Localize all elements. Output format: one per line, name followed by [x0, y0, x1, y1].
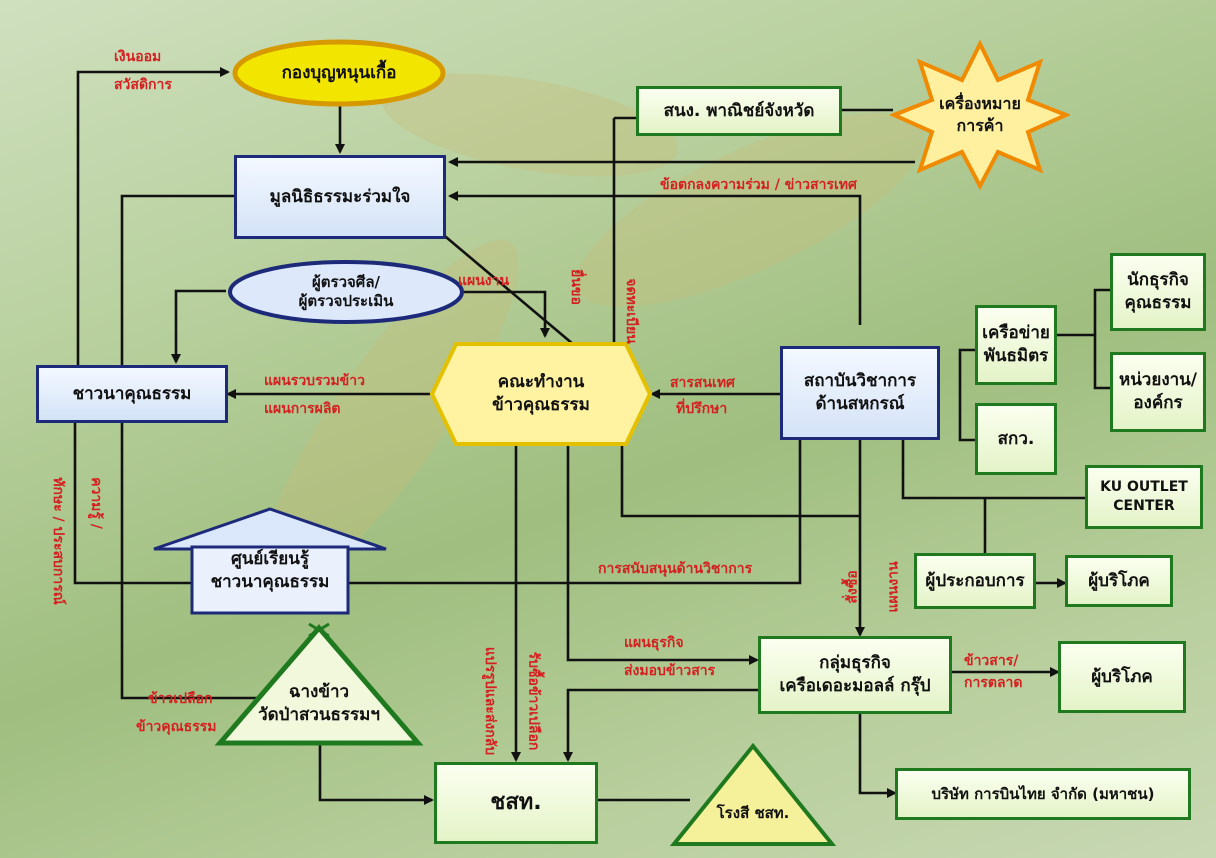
committee-node: คณะทำงาน ข้าวคุณธรรม — [428, 340, 654, 448]
learning-center-label: ศูนย์เรียนรู้ ชาวนาคุณธรรม — [150, 525, 390, 617]
agencies-line2: องค์กร — [1133, 393, 1183, 413]
institute-label-line2: ด้านสหกรณ์ — [815, 394, 905, 414]
consumer-1-node: ผู้บริโภค — [1065, 555, 1173, 607]
farmers-node: ชาวนาคุณธรรม — [36, 365, 228, 423]
edge-label-savings: เงินออม — [114, 49, 162, 65]
network-label-line2: พันธมิตร — [983, 346, 1049, 366]
mill-node: โรงสี ชสท. — [670, 742, 836, 848]
tri-label: สกว. — [997, 428, 1035, 449]
rice-barn-label: ฉางข้าว วัดป่าสวนธรรมฯ — [214, 664, 424, 744]
coop-label: ชสท. — [490, 790, 542, 816]
edge-label-register: จดทะเบียน — [622, 278, 639, 344]
trademark-label: เครื่องหมาย การค้า — [890, 40, 1070, 190]
rice-barn-line1: ฉางข้าว — [288, 682, 350, 703]
edge-label-submit: ยื่นขอ — [567, 269, 584, 305]
tri-node: สกว. — [975, 403, 1057, 475]
edge-label-business-plan: แผนธุรกิจ — [624, 635, 684, 651]
moral-business-line2: คุณธรรม — [1124, 293, 1192, 313]
ku-outlet-line1: KU OUTLET — [1100, 479, 1188, 496]
rice-barn-line2: วัดป่าสวนธรรมฯ — [258, 705, 380, 725]
thai-airways-node: บริษัท การบินไทย จำกัด (มหาชน) — [895, 768, 1191, 820]
edge-label-plan: แผนงาน — [458, 273, 510, 289]
moral-business-line1: นักธุรกิจ — [1127, 270, 1189, 291]
edge-label-moral-rice: ข้าวคุณธรรม — [136, 719, 217, 735]
mill-label: โรงสี ชสท. — [716, 803, 790, 822]
edge-label-academic-support: การสนับสนุนด้านวิชาการ — [598, 561, 753, 577]
inspector-node: ผู้ตรวจศีล/ ผู้ตรวจประเมิน — [226, 258, 466, 326]
edge-label-welfare: สวัสดิการ — [114, 77, 172, 93]
agencies-node: หน่วยงาน/ องค์กร — [1110, 352, 1206, 432]
edge-label-processing: แปรรูปและส่งกลับ — [482, 646, 499, 756]
edge-label-buy-paddy: รับซื้อข้าวเปลือก — [525, 651, 542, 751]
consumer-2-node: ผู้บริโภค — [1058, 641, 1186, 713]
agencies-line1: หน่วยงาน/ — [1118, 370, 1197, 391]
inspector-label-line2: ผู้ตรวจประเมิน — [298, 292, 394, 310]
operator-node: ผู้ประกอบการ — [914, 553, 1036, 609]
consumer-2-label: ผู้บริโภค — [1091, 666, 1153, 687]
commerce-office-node: สนง. พาณิชย์จังหวัด — [636, 86, 842, 136]
inspector-label: ผู้ตรวจศีล/ ผู้ตรวจประเมิน — [226, 258, 466, 326]
edge-label-paddy: ข้าวเปลือก — [148, 691, 213, 707]
trademark-label-line1: เครื่องหมาย — [939, 94, 1021, 114]
edge-label-agreement: ข้อตกลงความร่วม / ข่าวสารเทศ — [660, 177, 857, 193]
moral-business-node: นักธุรกิจ คุณธรรม — [1110, 253, 1206, 331]
network-node: เครือข่าย พันธมิตร — [975, 305, 1057, 385]
committee-label-line2: ข้าวคุณธรรม — [492, 395, 590, 415]
edge-label-collection-plan: แผนรวบรวมข้าว — [264, 373, 365, 389]
thai-airways-label: บริษัท การบินไทย จำกัด (มหาชน) — [931, 784, 1155, 803]
learning-center-line1: ศูนย์เรียนรู้ — [230, 549, 310, 570]
operator-label: ผู้ประกอบการ — [925, 570, 1025, 591]
fund-node: กองบุญหนุนเกื้อ — [230, 38, 448, 108]
farmers-label: ชาวนาคุณธรรม — [72, 383, 192, 404]
edge-label-plan-2: แผนงาน — [885, 561, 902, 613]
institute-label-line1: สถาบันวิชาการ — [803, 371, 917, 392]
commerce-office-label: สนง. พาณิชย์จังหวัด — [663, 100, 815, 121]
foundation-node: มูลนิธิธรรมะร่วมใจ — [234, 155, 446, 239]
edge-label-advisor: ที่ปรึกษา — [676, 401, 728, 417]
business-group-line1: กลุ่มธุรกิจ — [819, 653, 891, 674]
edge-label-marketing: การตลาด — [964, 675, 1023, 691]
foundation-label: มูลนิธิธรรมะร่วมใจ — [269, 186, 411, 207]
edge-label-information: สารสนเทศ — [670, 375, 735, 391]
edge-label-skill: ทักษะ / ประสบการณ์ — [49, 477, 66, 605]
ku-outlet-line2: CENTER — [1113, 498, 1175, 514]
trademark-label-line2: การค้า — [956, 116, 1004, 135]
learning-center-line2: ชาวนาคุณธรรม — [210, 572, 330, 592]
trademark-node: เครื่องหมาย การค้า — [890, 40, 1070, 190]
business-group-line2: เครือเดอะมอลล์ กรุ๊ป — [779, 676, 931, 696]
committee-label-line1: คณะทำงาน — [497, 372, 585, 393]
edge-label-order: สั่งซื้อ — [844, 570, 861, 604]
business-group-node: กลุ่มธุรกิจ เครือเดอะมอลล์ กรุ๊ป — [758, 636, 952, 714]
consumer-1-label: ผู้บริโภค — [1088, 570, 1150, 591]
committee-label: คณะทำงาน ข้าวคุณธรรม — [428, 340, 654, 448]
ku-outlet-node: KU OUTLET CENTER — [1085, 465, 1203, 529]
fund-label: กองบุญหนุนเกื้อ — [281, 62, 397, 83]
edge-label-production-plan: แผนการผลิต — [264, 401, 341, 417]
rice-barn-node: ฉางข้าว วัดป่าสวนธรรมฯ — [214, 622, 424, 748]
coop-node: ชสท. — [434, 762, 598, 844]
edge-label-milled-rice: ข้าวสาร/ — [964, 653, 1019, 669]
institute-node: สถาบันวิชาการ ด้านสหกรณ์ — [780, 346, 940, 440]
network-label-line1: เครือข่าย — [982, 323, 1050, 344]
edge-label-deliver-rice: ส่งมอบข้าวสาร — [624, 663, 716, 679]
learning-center-node: ศูนย์เรียนรู้ ชาวนาคุณธรรม — [150, 505, 390, 617]
edge-label-knowledge: ความรู้ / — [87, 477, 104, 529]
inspector-label-line1: ผู้ตรวจศีล/ — [312, 272, 380, 291]
